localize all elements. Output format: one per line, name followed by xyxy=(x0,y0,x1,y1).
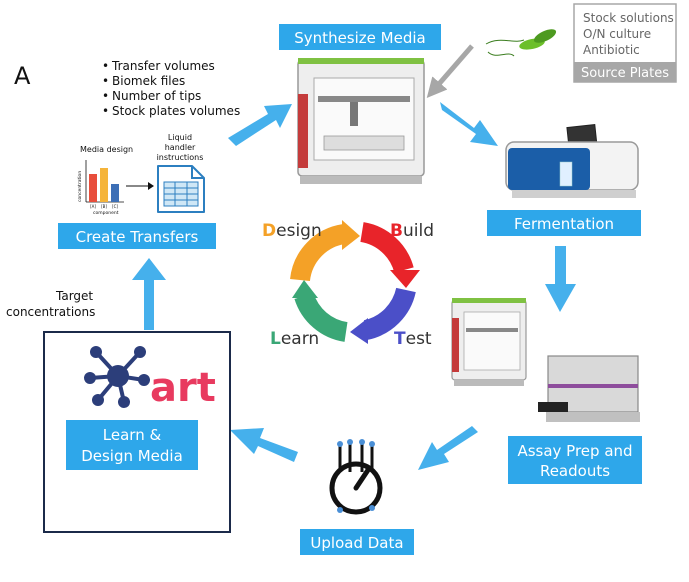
dbtl-learn-rest: earn xyxy=(281,329,319,349)
dbtl-test-arrowhead xyxy=(350,318,368,344)
bullet-dot: • xyxy=(102,89,109,103)
arrow-synthesize-to-fermentation xyxy=(440,102,498,146)
step-fermentation-box xyxy=(487,210,641,236)
dbtl-build-arc xyxy=(359,222,414,274)
liquid-handler-robot xyxy=(297,58,425,184)
dbtl-design-arrowhead xyxy=(342,220,360,250)
media-design-bar xyxy=(100,168,108,202)
dbtl-design-label: Design xyxy=(262,221,322,241)
arrow-assay-to-upload xyxy=(418,426,478,470)
liquid-handler-line-2: handler xyxy=(165,143,196,152)
learn-design-panel: art Learn & Design Media xyxy=(43,331,231,533)
step-create-box xyxy=(58,223,216,249)
media-design-tick-2: [C] xyxy=(112,204,118,209)
target-label-2: concentrations xyxy=(6,305,95,319)
dbtl-build-arrowhead xyxy=(390,270,420,288)
arrow-learn-to-create xyxy=(132,258,166,330)
dbtl-test-label: Test xyxy=(394,329,432,349)
media-design-bars xyxy=(89,168,119,202)
step-upload: Upload Data xyxy=(300,529,414,555)
media-design-ylabel: concentration xyxy=(77,171,83,202)
step-fermentation-label: Fermentation xyxy=(514,215,614,233)
art-logo-text: art xyxy=(150,365,216,411)
source-item-2: Antibiotic xyxy=(583,43,640,57)
bullet-item-0: Transfer volumes xyxy=(111,59,215,73)
dbtl-learn-label: Learn xyxy=(270,329,319,349)
dbtl-build-label: Build xyxy=(390,221,434,241)
arrow-upload-to-learn xyxy=(230,428,298,462)
step-assay: Assay Prep and Readouts xyxy=(508,436,642,484)
plate-reader xyxy=(538,355,640,422)
media-design-tick-1: [B] xyxy=(101,204,107,209)
bullet-dot: • xyxy=(102,59,109,73)
step-upload-label: Upload Data xyxy=(310,534,403,552)
step-assay-label-1: Assay Prep and xyxy=(517,442,632,460)
media-design-bar xyxy=(89,174,97,202)
dbtl-build-rest: uild xyxy=(403,221,434,241)
step-learn-box xyxy=(66,420,198,470)
bacteria-icon xyxy=(485,29,557,57)
dbtl-cycle xyxy=(290,220,420,344)
source-to-synthesize-arrow xyxy=(426,44,474,99)
transfer-bullets: • Transfer volumes • Biomek files • Numb… xyxy=(102,59,240,118)
step-assay-box xyxy=(508,436,642,484)
step-create-label: Create Transfers xyxy=(76,228,199,246)
media-design-bar xyxy=(111,184,119,202)
media-design-tick-0: [A] xyxy=(90,204,96,209)
step-fermentation: Fermentation xyxy=(487,210,641,236)
assay-robot xyxy=(451,298,527,386)
source-plates-label-box xyxy=(574,62,676,82)
dbtl-design-initial: D xyxy=(262,221,276,241)
upload-data-icon xyxy=(329,439,383,515)
media-design-title: Media design xyxy=(80,145,133,154)
arrow-fermentation-to-assay xyxy=(545,246,576,312)
dbtl-learn-initial: L xyxy=(270,329,281,349)
dbtl-learn-arrowhead xyxy=(292,280,318,298)
fermentation-device xyxy=(505,124,639,198)
liquid-handler-instructions: Liquid handler instructions xyxy=(157,133,205,213)
liquid-handler-line-1: Liquid xyxy=(168,133,192,142)
step-assay-label-2: Readouts xyxy=(540,462,610,480)
bullet-item-3: Stock plates volumes xyxy=(112,104,240,118)
step-learn-label-2: Design Media xyxy=(81,447,183,465)
source-plates: Stock solutions O/N culture Antibiotic S… xyxy=(573,3,677,83)
bullet-item-1: Biomek files xyxy=(112,74,185,88)
bullet-dot: • xyxy=(102,104,109,118)
liquid-handler-line-3: instructions xyxy=(157,153,204,162)
media-design-xlabel: component xyxy=(93,210,119,216)
target-label-1: Target xyxy=(55,289,93,303)
panel-letter: A xyxy=(14,62,31,90)
art-network-icon xyxy=(84,346,150,408)
flow-arrows xyxy=(132,102,576,470)
dbtl-design-rest: esign xyxy=(276,221,322,241)
source-item-1: O/N culture xyxy=(583,27,651,41)
bullet-item-2: Number of tips xyxy=(112,89,201,103)
dbtl-design-arc xyxy=(290,224,346,282)
source-plates-label: Source Plates xyxy=(581,66,669,81)
spreadsheet-icon xyxy=(157,165,205,213)
dbtl-test-initial: T xyxy=(394,329,406,349)
dbtl-test-arc xyxy=(363,287,416,340)
dbtl-test-rest: est xyxy=(406,329,432,349)
source-item-0: Stock solutions xyxy=(583,11,674,25)
step-create: Create Transfers xyxy=(58,223,216,249)
arrow-create-to-synthesize xyxy=(228,104,292,146)
media-design-chart: Media design concentration component [A]… xyxy=(77,145,133,216)
bullet-dot: • xyxy=(102,74,109,88)
step-learn-label-1: Learn & xyxy=(103,426,162,444)
dbtl-learn-arc xyxy=(294,292,348,342)
step-upload-box xyxy=(300,529,414,555)
step-synthesize-box xyxy=(279,24,441,50)
dbtl-build-initial: B xyxy=(390,221,403,241)
design-to-instructions-arrowhead xyxy=(148,182,154,190)
step-synthesize: Synthesize Media xyxy=(279,24,441,50)
step-synthesize-label: Synthesize Media xyxy=(294,29,425,47)
